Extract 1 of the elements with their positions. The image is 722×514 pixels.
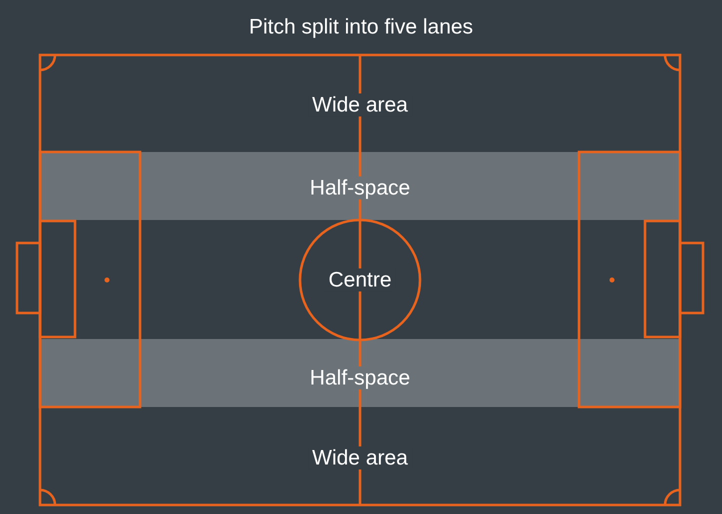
diagram-title: Pitch split into five lanes [248,15,474,39]
